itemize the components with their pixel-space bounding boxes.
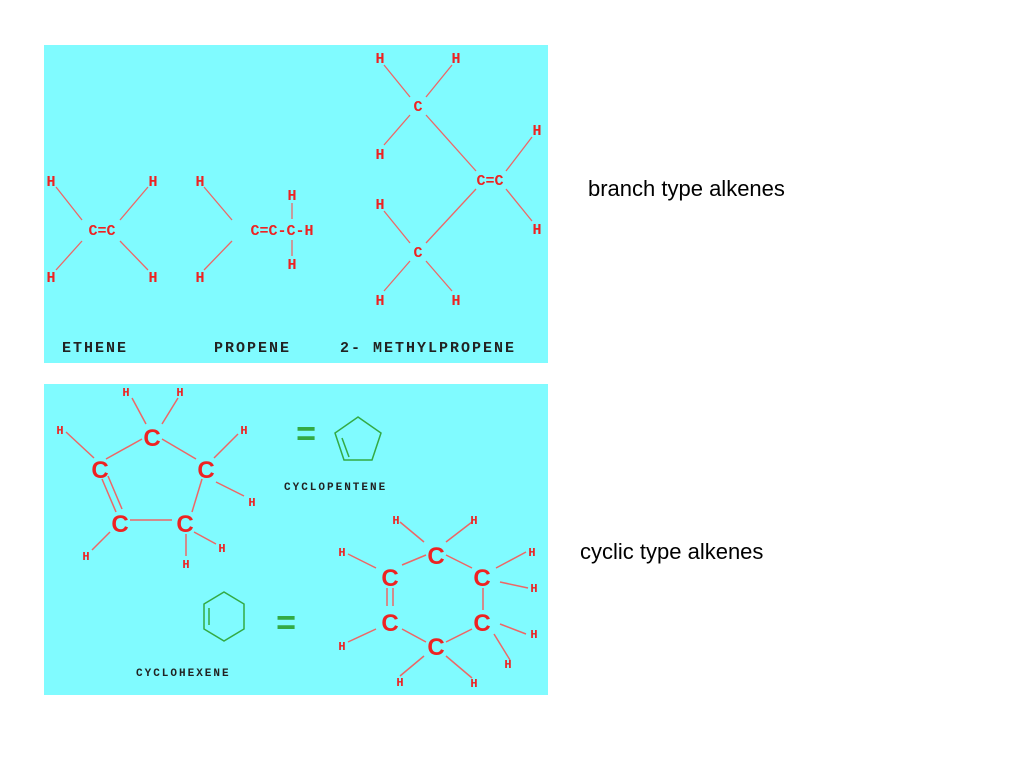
methylpropene-c-lower: C xyxy=(413,245,422,262)
cyclopentene-h-6: H xyxy=(82,550,89,564)
propene-h-top: H xyxy=(287,188,296,205)
cyclohexene-c-lower-left: C xyxy=(381,610,398,637)
cyclohexene-h-2: H xyxy=(470,514,477,528)
cyclopentene-h-5: H xyxy=(248,496,255,510)
cyclopentene-equals-sign: = xyxy=(296,415,316,453)
cyclopentene-c-top: C xyxy=(143,425,160,452)
cyclohexene-h-10: H xyxy=(470,677,477,691)
ethene-h-tr: H xyxy=(148,174,157,191)
methylpropene-c-eq-c: C=C xyxy=(476,173,503,190)
cyclohexene-c-upper-left: C xyxy=(381,565,398,592)
propene-chain: C=C-C-H xyxy=(250,223,313,240)
cyclohexene-c-lower-right: C xyxy=(473,610,490,637)
ethene-label: ETHENE xyxy=(62,340,128,357)
cyclopentene-c-left: C xyxy=(91,457,108,484)
methylpropene-c-upper: C xyxy=(413,99,422,116)
methylpropene-h-7: H xyxy=(375,293,384,310)
branch-caption: branch type alkenes xyxy=(588,176,785,201)
methylpropene-h-3: H xyxy=(375,147,384,164)
methylpropene-h-2: H xyxy=(451,51,460,68)
cyclic-alkenes-panel: C C C C C C C C C C C H H H H H H H H H … xyxy=(44,384,548,695)
cyclopentene-label: CYCLOPENTENE xyxy=(284,482,387,494)
methylpropene-h-4: H xyxy=(532,123,541,140)
cyclopentene-c-right: C xyxy=(197,457,214,484)
cyclopentene-h-8: H xyxy=(218,542,225,556)
cyclopentene-h-3: H xyxy=(56,424,63,438)
branch-alkenes-diagram: H H C=C H H H H C=C-C-H H H H H C H C=C … xyxy=(46,51,541,357)
cyclohexene-h-3: H xyxy=(338,546,345,560)
cyclohexene-h-6: H xyxy=(338,640,345,654)
ethene-h-br: H xyxy=(148,270,157,287)
cyclohexene-c-bottom: C xyxy=(427,634,444,661)
cyclohexene-c-top: C xyxy=(427,543,444,570)
methylpropene-h-8: H xyxy=(451,293,460,310)
branch-alkenes-panel: H H C=C H H H H C=C-C-H H H H H C H C=C … xyxy=(44,45,548,363)
cyclohexene-h-4: H xyxy=(528,546,535,560)
methylpropene-label: 2- METHYLPROPENE xyxy=(340,340,516,357)
ethene-h-bl: H xyxy=(46,270,55,287)
cyclopentene-skeletal-ring xyxy=(334,416,382,461)
cyclopentene-h-2: H xyxy=(176,386,183,400)
methylpropene-h-1: H xyxy=(375,51,384,68)
ethene-h-tl: H xyxy=(46,174,55,191)
methylpropene-h-5: H xyxy=(532,222,541,239)
propene-h-bottom: H xyxy=(287,257,296,274)
cyclohexene-equals-sign: = xyxy=(276,604,296,642)
cyclopentene-h-4: H xyxy=(240,424,247,438)
cyclohexene-h-5: H xyxy=(530,582,537,596)
cyclohexene-h-1: H xyxy=(392,514,399,528)
methylpropene-h-6: H xyxy=(375,197,384,214)
cyclohexene-h-7: H xyxy=(530,628,537,642)
cyclohexene-h-8: H xyxy=(504,658,511,672)
cyclic-alkenes-diagram: C C C C C C C C C C C H H H H H H H H H … xyxy=(56,386,537,691)
cyclic-caption: cyclic type alkenes xyxy=(580,539,764,564)
cyclohexene-h-9: H xyxy=(396,676,403,690)
cyclopentene-h-7: H xyxy=(182,558,189,572)
ethene-c-eq-c: C=C xyxy=(88,223,115,240)
propene-label: PROPENE xyxy=(214,340,291,357)
cyclohexene-skeletal-ring xyxy=(203,591,245,642)
propene-h-tl: H xyxy=(195,174,204,191)
cyclopentene-h-1: H xyxy=(122,386,129,400)
propene-h-bl: H xyxy=(195,270,204,287)
cyclopentene-c-bottom-left: C xyxy=(111,511,128,538)
cyclopentene-c-bottom-right: C xyxy=(176,511,193,538)
cyclohexene-label: CYCLOHEXENE xyxy=(136,668,231,680)
cyclohexene-c-upper-right: C xyxy=(473,565,490,592)
